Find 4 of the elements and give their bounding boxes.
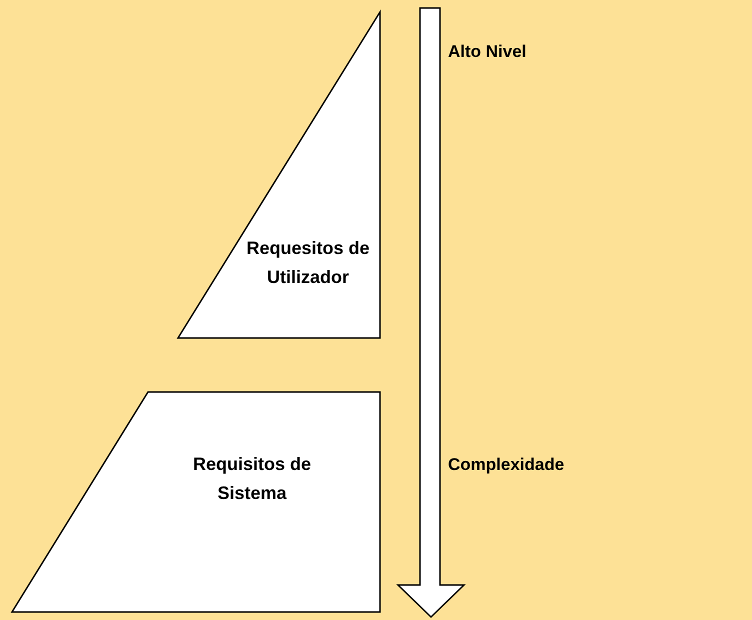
node-label: Requesitos de Utilizador (245, 237, 371, 289)
node-label: Requisitos de Sistema (192, 453, 312, 505)
axis-label: Alto Nivel (448, 42, 526, 62)
axis-label: Complexidade (448, 455, 564, 475)
